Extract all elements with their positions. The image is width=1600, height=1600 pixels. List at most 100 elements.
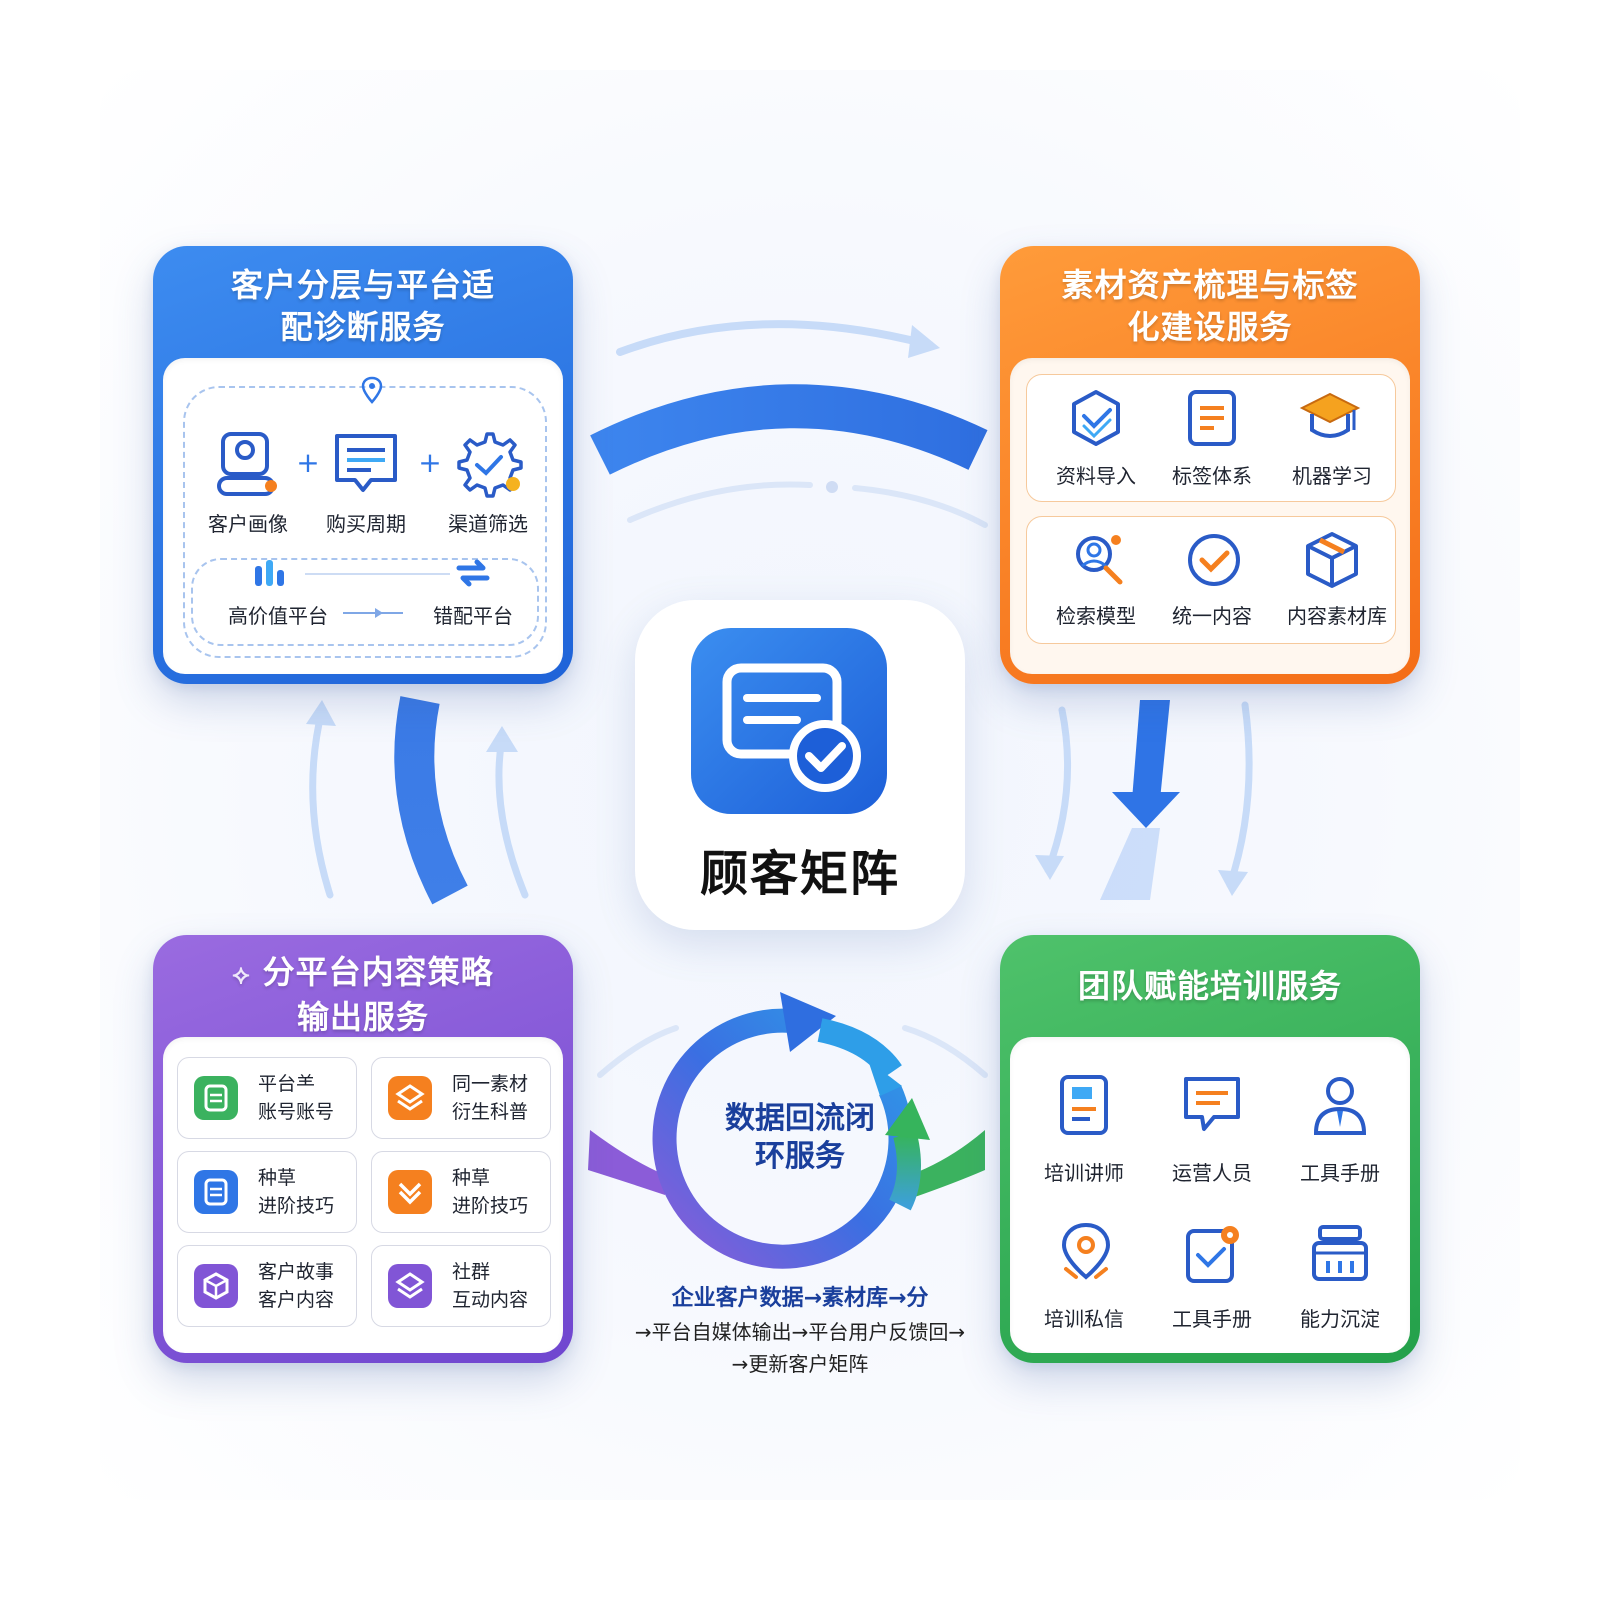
item-tool-manual-2: 工具手册: [1172, 1307, 1252, 1331]
asset-tagging-panel: 资料导入 标签体系 机器学习 检索模型 统一内容: [1010, 358, 1410, 674]
flow-line-3: →更新客户矩阵: [731, 1352, 869, 1376]
strategy-tile[interactable]: 客户故事客户内容: [177, 1245, 357, 1327]
strategy-tile[interactable]: 种草进阶技巧: [177, 1151, 357, 1233]
flow-line-2: →平台自媒体输出→平台用户反馈回→: [634, 1320, 966, 1344]
item-purchase-cycle: 购买周期: [326, 512, 406, 536]
orange-layers-icon: [388, 1076, 432, 1120]
left-faint-arrow-2: [495, 734, 529, 899]
item-tool-manual-1: 工具手册: [1300, 1161, 1380, 1185]
flow-line-1: 企业客户数据→素材库→分: [671, 1286, 929, 1311]
orange-chevron-icon: [388, 1170, 432, 1214]
strategy-tile[interactable]: 种草进阶技巧: [371, 1151, 551, 1233]
item-high-value-platform: 高价值平台: [228, 604, 328, 628]
strategy-tile[interactable]: 社群互动内容: [371, 1245, 551, 1327]
team-training-panel: 培训讲师 运营人员 工具手册 培训私信 工具手册: [1010, 1037, 1410, 1353]
item-tag-system: 标签体系: [1172, 464, 1252, 488]
top-bold-arc: [590, 384, 988, 475]
asset-tagging-card[interactable]: 素材资产梳理与标签 化建设服务 资料导入 标签体系 机器学习: [1000, 246, 1420, 684]
customer-segmentation-title: 客户分层与平台适 配诊断服务: [230, 266, 495, 346]
bottom-faint-line-left: [597, 1025, 679, 1078]
content-strategy-panel: 平台⺷账号账号 同一素材衍生科普 种草进阶技巧 种草进阶技巧 客户故事客户内容: [163, 1037, 563, 1353]
plus-sign-2: +: [418, 446, 442, 479]
bottom-faint-line-right: [902, 1025, 988, 1078]
loop-arrowhead-top: [780, 992, 836, 1052]
blue-document-icon: [194, 1170, 238, 1214]
item-channel-filter: 渠道筛选: [448, 512, 528, 536]
customer-segmentation-panel: 客户画像 + 购买周期 + 渠道筛选 高价值平台 错配平台: [163, 358, 563, 674]
item-trainer: 培训讲师: [1044, 1161, 1124, 1185]
machine-learning-cap-icon: [1299, 392, 1361, 438]
top-arc-dot: [826, 481, 838, 493]
green-document-icon: [194, 1076, 238, 1120]
team-training-card[interactable]: 团队赋能培训服务 培训讲师 运营人员 工具手册 培训私信: [1000, 935, 1420, 1363]
item-search-model: 检索模型: [1056, 604, 1136, 628]
loop-arc-green: [889, 1132, 921, 1211]
customer-profile-icon: [217, 432, 277, 496]
bar-chart-icon: [255, 560, 284, 586]
content-strategy-title: ⟡ 分平台内容策略 输出服务: [232, 953, 494, 1036]
left-up-arc: [394, 696, 468, 905]
bottom-left-connector: [588, 1130, 665, 1195]
team-training-title: 团队赋能培训服务: [1077, 967, 1342, 1005]
dashed-outline: [183, 386, 547, 658]
customer-matrix-title: 顾客矩阵: [699, 846, 900, 902]
right-down-shaft: [1132, 700, 1170, 800]
flow-arrow-line: [343, 612, 403, 614]
plus-sign-1: +: [296, 446, 320, 479]
left-faint-arrow-1: [309, 706, 334, 899]
data-loop-title: 数据回流闭 环服务: [725, 1101, 875, 1174]
tool-manual-clipboard-icon: [1186, 1226, 1239, 1283]
trainer-document-icon: [1060, 1075, 1108, 1135]
strategy-tile[interactable]: 平台⺷账号账号: [177, 1057, 357, 1139]
flow-arrow-head: [375, 608, 383, 618]
item-content-library: 内容素材库: [1287, 604, 1387, 628]
top-faint-arc: [616, 320, 934, 356]
data-import-shield-icon: [1072, 390, 1120, 446]
item-unified-content: 统一内容: [1172, 604, 1252, 628]
loop-arrowhead-green: [885, 1098, 930, 1140]
item-mismatch-platform: 错配平台: [433, 604, 513, 628]
content-library-box-icon: [1306, 532, 1358, 588]
item-customer-profile: 客户画像: [208, 512, 288, 536]
item-private-message: 培训私信: [1044, 1307, 1124, 1331]
item-capability-archive: 能力沉淀: [1300, 1307, 1380, 1331]
bottom-right-connector: [910, 1130, 985, 1198]
unified-content-check-icon: [1188, 534, 1240, 586]
strategy-tile[interactable]: 同一素材衍生科普: [371, 1057, 551, 1139]
search-model-person-icon: [1076, 535, 1123, 585]
right-down-arrowhead: [1112, 792, 1180, 828]
top-thin-arc2: [852, 485, 988, 528]
dashed-outline-bottom: [191, 558, 539, 646]
purchase-cycle-icon: [335, 434, 397, 492]
right-faint-head-2: [1218, 870, 1248, 896]
purple-cube-icon: [194, 1264, 238, 1308]
loop-arc-top-right: [817, 1018, 902, 1080]
tag-system-document-icon: [1188, 390, 1236, 446]
tool-manual-person-icon: [1313, 1077, 1367, 1135]
content-strategy-card[interactable]: ⟡ 分平台内容策略 输出服务 平台⺷账号账号 同一素材衍生科普 种草进阶技巧: [153, 935, 573, 1363]
left-faint-head-2: [486, 726, 518, 752]
asset-tagging-title: 素材资产梳理与标签 化建设服务: [1061, 266, 1359, 346]
loop-arc-main: [652, 1008, 913, 1269]
item-machine-learning: 机器学习: [1292, 464, 1372, 488]
item-data-import: 资料导入: [1056, 464, 1136, 488]
left-faint-head-1: [306, 700, 336, 726]
right-faint-arrow-1: [1044, 706, 1072, 874]
capability-archive-icon: [1312, 1225, 1368, 1281]
loop-arrowhead-right: [868, 1060, 902, 1096]
right-faint-head-1: [1035, 855, 1064, 880]
channel-filter-gear-icon: [457, 432, 523, 498]
swap-arrows-icon: [456, 559, 490, 587]
operator-chat-icon: [1184, 1077, 1240, 1131]
location-pin-icon: [361, 376, 383, 404]
top-thin-arc: [627, 481, 813, 523]
right-down-fade: [1100, 828, 1160, 900]
customer-segmentation-card[interactable]: 客户分层与平台适 配诊断服务 客户画像 + 购买周期 +: [153, 246, 573, 684]
purple-layers-icon: [388, 1264, 432, 1308]
right-faint-arrow-2: [1226, 701, 1253, 889]
item-operator: 运营人员: [1172, 1161, 1252, 1185]
document-check-icon: [691, 628, 887, 814]
customer-matrix-hub[interactable]: 顾客矩阵: [635, 600, 965, 930]
private-message-pin-icon: [1061, 1222, 1111, 1280]
